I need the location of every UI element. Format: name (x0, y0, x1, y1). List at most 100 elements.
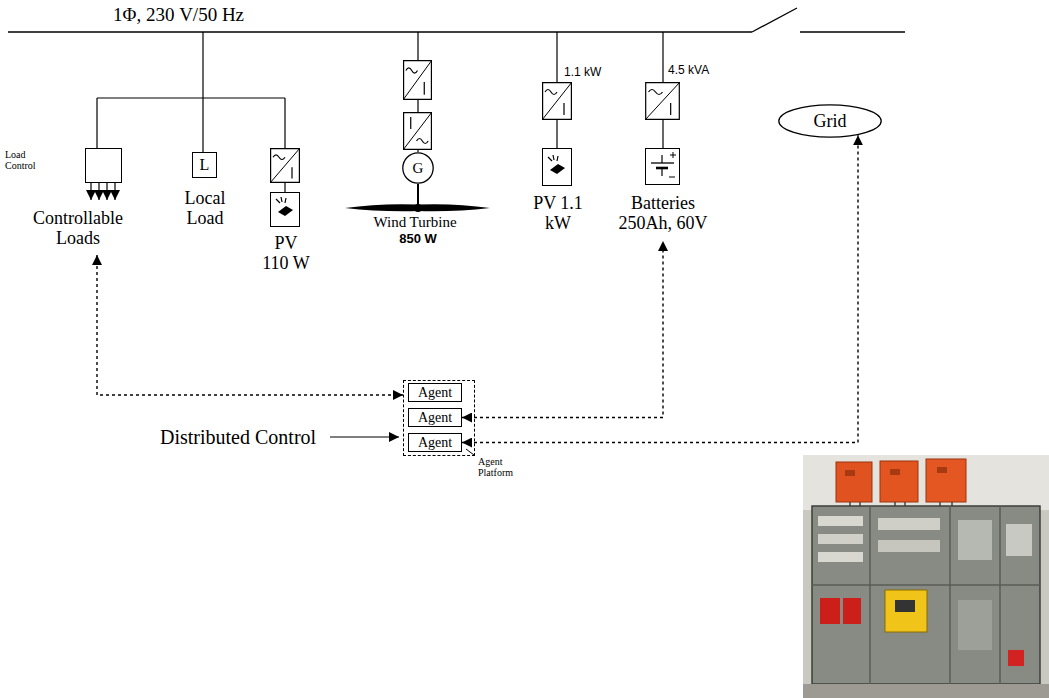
control-link (462, 241, 663, 418)
generator-letter: G (402, 152, 434, 184)
inverter-symbol (270, 148, 300, 183)
bus-switch (752, 8, 797, 32)
local-load-caption: Local Load (172, 188, 238, 228)
inverter-symbol (403, 60, 432, 100)
inverter-symbol (645, 82, 680, 120)
inverter-display (845, 470, 855, 476)
grid-bus (800, 31, 905, 32)
grid-ellipse (779, 105, 881, 137)
breaker-row (818, 516, 863, 526)
pv-caption: PV 1.1 kW (530, 193, 586, 233)
feeder-wire (417, 100, 418, 112)
bus-rating: 1Φ, 230 V/50 Hz (113, 5, 244, 26)
pv-panel-box (270, 192, 300, 227)
yellow-device (885, 590, 927, 632)
inverter-symbol (542, 82, 572, 120)
battery-symbol (661, 155, 662, 163)
installation-photo (803, 455, 1049, 698)
feeder-wire (662, 120, 663, 148)
feeder-wire (96, 98, 97, 148)
turbine-mast (417, 184, 419, 205)
inverter-display (937, 467, 947, 473)
control-link (462, 135, 858, 442)
turbine-blades (345, 204, 490, 211)
load-caption: Controllable Loads (28, 208, 128, 248)
pv-small-group: PV 110 W (256, 190, 316, 278)
leader-line (466, 449, 474, 455)
turbine-label: Wind Turbine (373, 214, 456, 231)
agent-box: Agent (408, 433, 462, 452)
breaker-row (818, 534, 863, 544)
battery-group: Batteries 250Ah, 60V (612, 146, 714, 241)
feeder-wire (556, 120, 557, 148)
breaker-row (878, 540, 940, 552)
agent-platform: Agent PlatformAgentAgentAgent (403, 380, 533, 486)
orange-inverter (880, 461, 918, 502)
pv-panel-box (542, 148, 572, 186)
inverter-rating: 4.5 kVA (668, 64, 709, 77)
control-cabinet (812, 506, 1040, 684)
platform-label: Agent Platform (478, 457, 522, 478)
battery-symbol (651, 162, 674, 163)
grid-label: Grid (778, 104, 882, 138)
red-device (843, 598, 861, 624)
load-arrow (106, 183, 107, 200)
orange-inverter (926, 459, 966, 502)
red-device (820, 598, 840, 624)
agent-label: Agent (408, 383, 462, 402)
meter-device (1006, 524, 1032, 556)
load-arrow (114, 183, 115, 200)
terminal-block (958, 600, 992, 650)
photo-wall-top (803, 455, 1049, 510)
feeder-wire (556, 32, 557, 82)
red-device (1008, 650, 1024, 666)
inverter-display (890, 469, 900, 475)
battery-plus (670, 152, 676, 158)
feeder-wire (97, 97, 285, 98)
generator-circle (403, 153, 433, 183)
battery-symbol (661, 168, 662, 176)
feeder-wire (662, 32, 663, 82)
turbine-hub (414, 204, 422, 212)
device-display (895, 600, 915, 612)
control-label: Distributed Control (160, 426, 316, 448)
feeder-wire (284, 98, 285, 148)
agent-label: Agent (408, 433, 462, 452)
meter-device (958, 520, 992, 560)
pv-large-group: PV 1.1 kW (527, 146, 589, 241)
load-control-label: Load Control (5, 150, 47, 171)
control-link (97, 255, 403, 395)
pv-icon (278, 206, 293, 216)
generator: G (402, 152, 434, 184)
load-letter: L (192, 152, 217, 178)
battery-caption: Batteries 250Ah, 60V (615, 193, 711, 233)
feeder-wire (284, 183, 285, 192)
ac-bus (8, 31, 752, 32)
orange-inverter (836, 462, 872, 502)
feeder-wire (417, 32, 418, 60)
load-box (85, 148, 122, 183)
turbine-rating: 850 W (399, 232, 437, 246)
load-arrow (98, 183, 99, 200)
cabinet-frame (812, 506, 1040, 684)
local-load-group: L Local Load (170, 150, 240, 238)
pv-caption: PV 110 W (258, 233, 314, 273)
agent-label: Agent (408, 408, 462, 427)
agent-box: Agent (408, 408, 462, 427)
feeder-wire (202, 32, 203, 98)
grid-node: Grid (778, 104, 882, 138)
load-group: Load ControlControllable Loads (3, 145, 133, 255)
load-arrow (90, 183, 91, 200)
rectifier-symbol (403, 112, 432, 150)
pv-icon (550, 164, 565, 174)
breaker-row (878, 518, 940, 530)
inverter-rating: 1.1 kW (564, 66, 601, 79)
pv-icon-rays (548, 155, 558, 161)
control-arrow (330, 436, 399, 437)
pv-icon-rays (276, 197, 286, 203)
photo-wall (803, 455, 1049, 698)
feeder-wire (202, 98, 203, 152)
